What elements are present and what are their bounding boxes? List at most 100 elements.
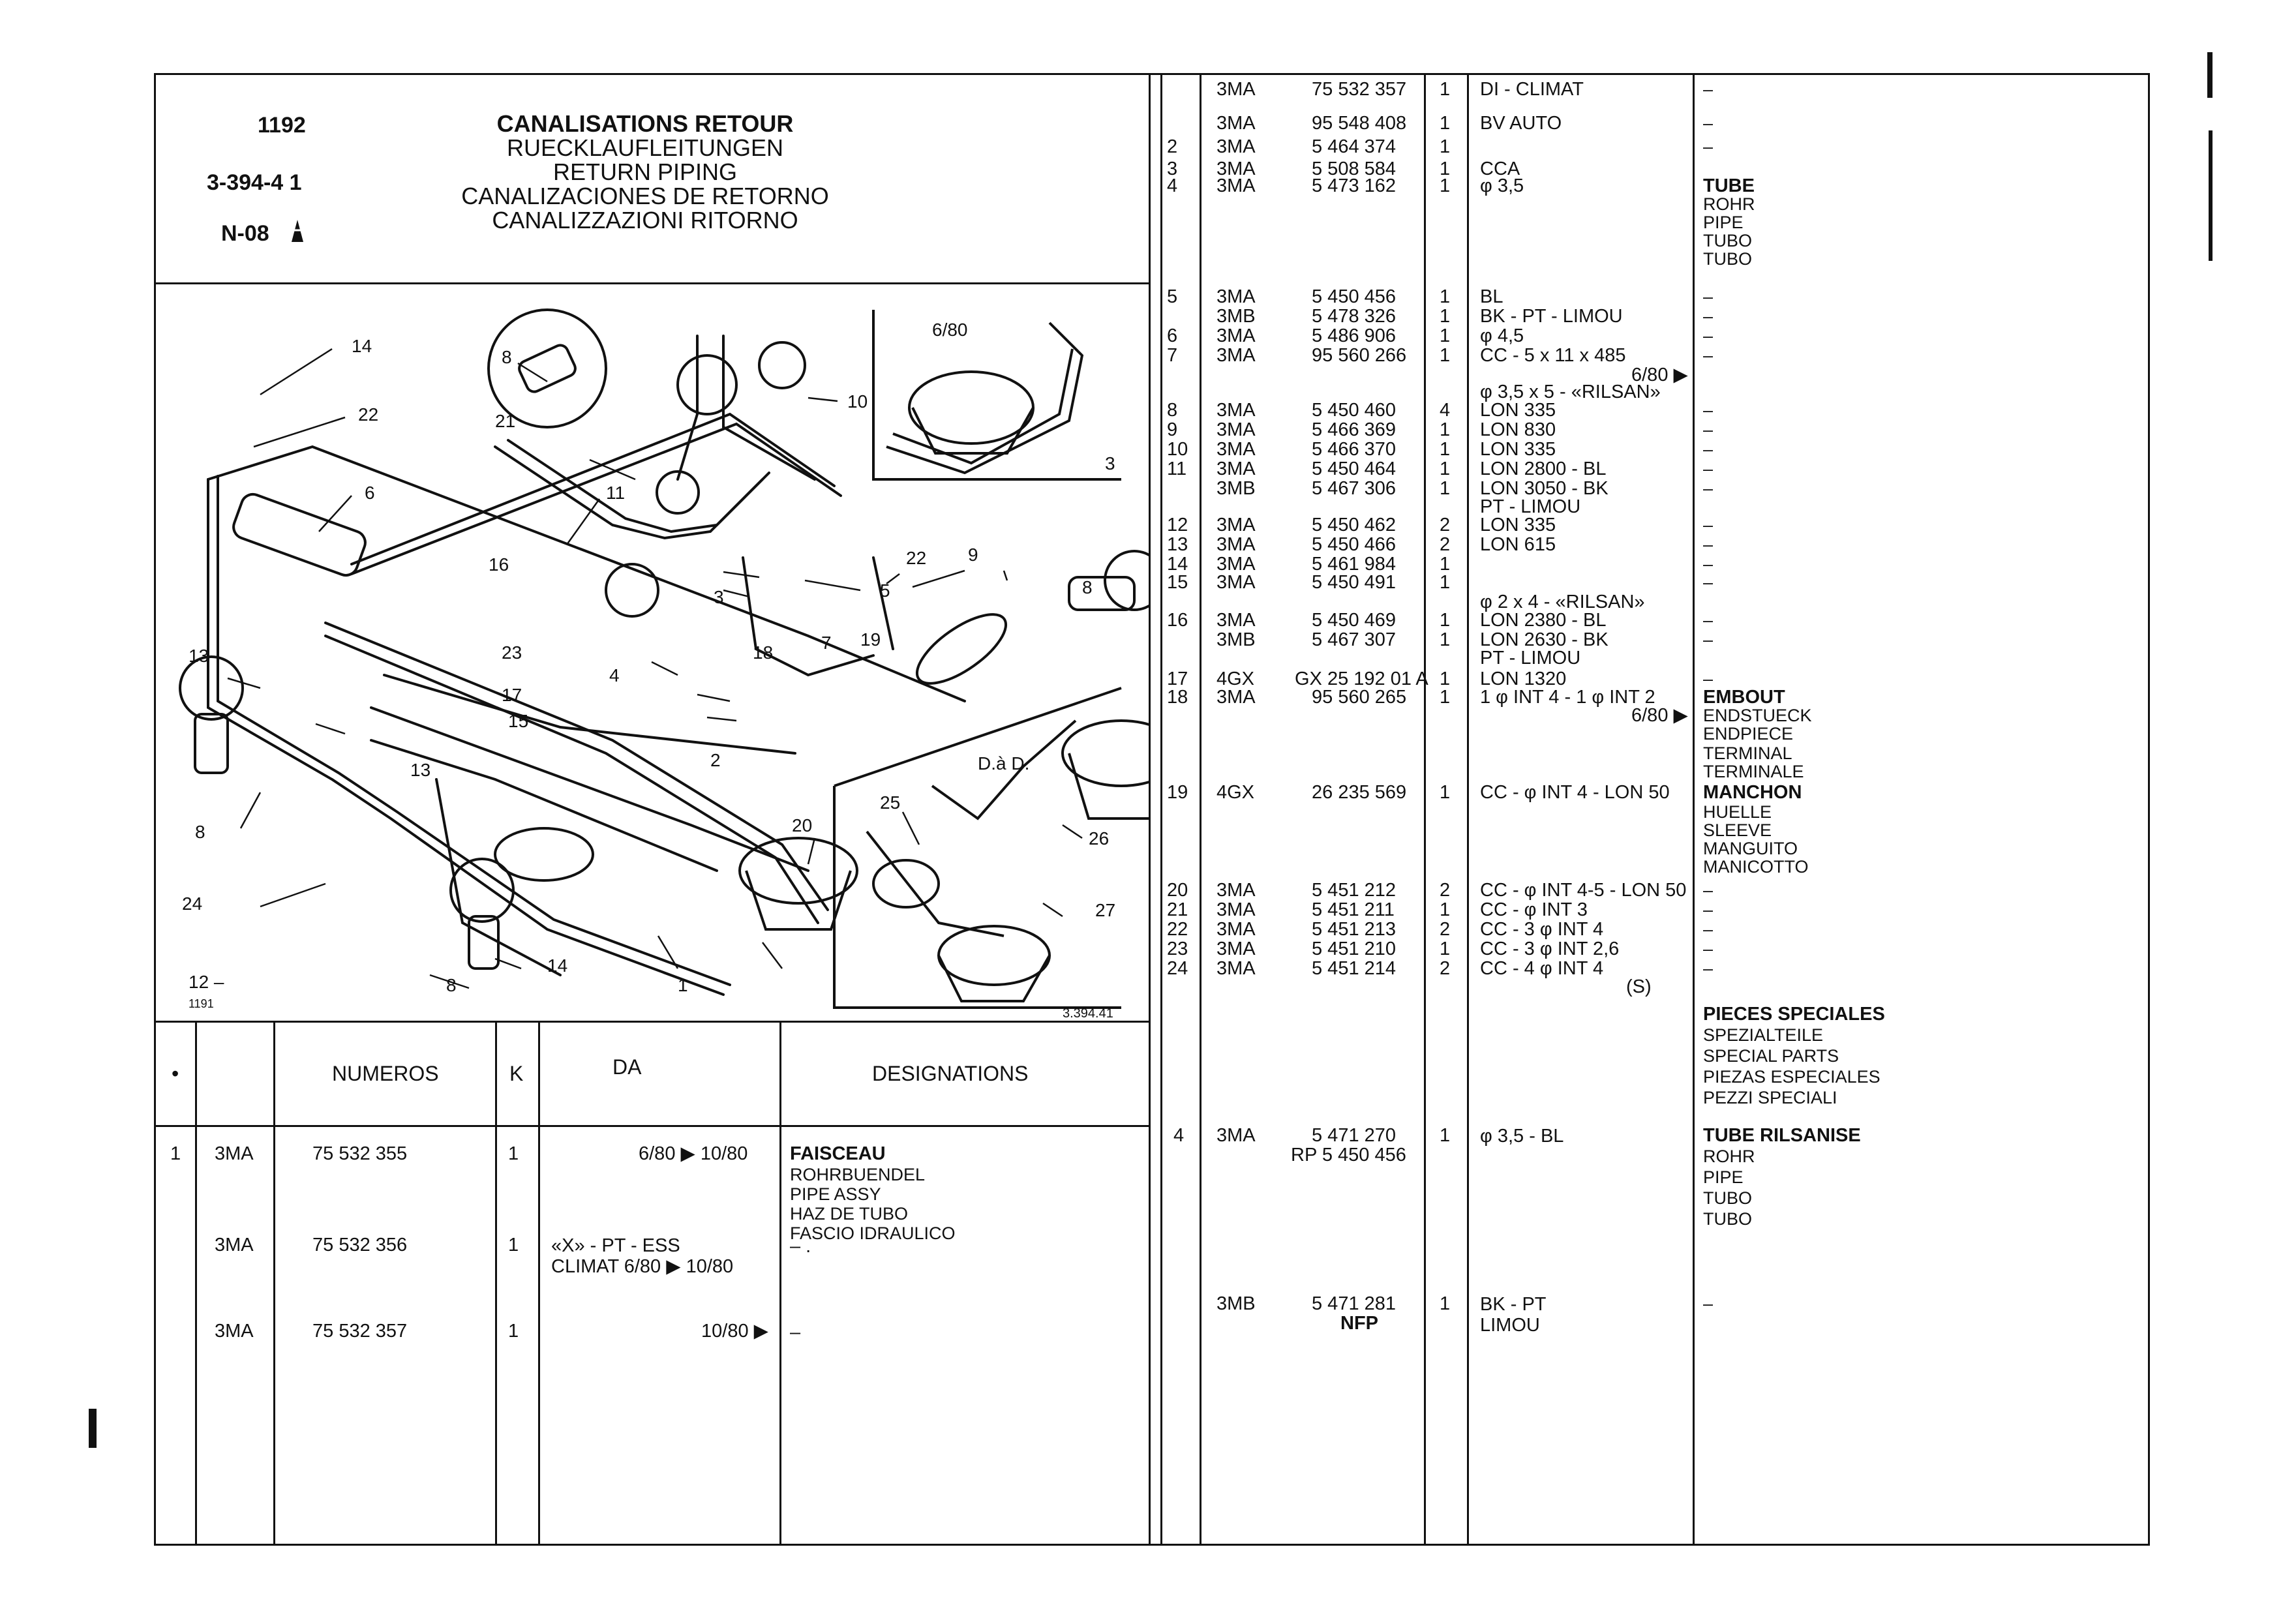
right-code: 3MA <box>1216 899 1256 920</box>
right-k: 1 <box>1440 782 1451 803</box>
callout-11: 11 <box>606 483 625 503</box>
col-dot: • <box>172 1062 179 1085</box>
right-item: 18 <box>1167 687 1188 708</box>
left-desig: ROHRBUENDEL <box>790 1165 926 1184</box>
right-desig: – <box>1703 959 1714 978</box>
rilsan-desig: – <box>1703 1294 1714 1314</box>
right-item: 23 <box>1167 939 1188 959</box>
right-da: LON 1320 <box>1480 668 1567 689</box>
right-da: CCA <box>1480 158 1520 179</box>
figure-ref: 3.394.41 <box>1063 1006 1113 1021</box>
title-it: CANALIZZAZIONI RITORNO <box>492 207 798 233</box>
right-k: 1 <box>1440 572 1451 593</box>
right-da: LON 2380 - BL <box>1480 610 1607 631</box>
right-k: 1 <box>1440 345 1451 366</box>
rilsan-num: 5 471 270 <box>1312 1125 1397 1146</box>
right-num: 95 560 265 <box>1312 687 1407 708</box>
right-da: CC - φ INT 3 <box>1480 899 1588 920</box>
rilsan-desig: ROHR <box>1703 1147 1755 1166</box>
right-desig: – <box>1703 920 1714 939</box>
callout-8c: 8 <box>195 822 205 842</box>
right-k: 2 <box>1440 534 1451 555</box>
callout-22b: 22 <box>906 548 926 568</box>
right-desig: – <box>1703 535 1714 554</box>
right-item: 12 <box>1167 515 1188 535</box>
callout-1: 1 <box>678 975 688 995</box>
callout-13b: 13 <box>410 760 430 780</box>
right-desig: – <box>1703 80 1714 99</box>
right-desig: – <box>1703 880 1714 900</box>
callout-3: 3 <box>714 587 724 607</box>
left-k: 1 <box>508 1321 519 1342</box>
right-code: 3MA <box>1216 439 1256 460</box>
right-num: 5 450 466 <box>1312 534 1397 555</box>
right-da: CC - 5 x 11 x 485 <box>1480 345 1626 366</box>
right-item: 24 <box>1167 958 1188 979</box>
right-k: 1 <box>1440 939 1451 959</box>
right-code: 3MA <box>1216 400 1256 421</box>
right-num: 5 451 210 <box>1312 939 1397 959</box>
rilsan-desig: TUBE RILSANISE <box>1703 1125 1861 1146</box>
right-desig: – <box>1703 440 1714 459</box>
right-num: 5 467 307 <box>1312 629 1397 650</box>
left-k: 1 <box>508 1235 519 1255</box>
left-code: 3MA <box>215 1143 254 1164</box>
special-parts-label: SPEZIALTEILE <box>1703 1025 1824 1045</box>
left-num: 75 532 355 <box>312 1143 408 1164</box>
right-code: 3MA <box>1216 175 1256 196</box>
right-da: φ 3,5 <box>1480 175 1524 196</box>
col-designations: DESIGNATIONS <box>872 1062 1029 1085</box>
right-num: 5 450 462 <box>1312 515 1397 535</box>
model-code: N-08 <box>221 221 269 246</box>
right-code: 3MA <box>1216 325 1256 346</box>
right-da: LON 335 <box>1480 400 1556 421</box>
right-desig: – <box>1703 900 1714 920</box>
callout-7: 7 <box>821 633 832 653</box>
right-desig: – <box>1703 630 1714 650</box>
rilsan-da: φ 3,5 - BL <box>1480 1126 1564 1147</box>
right-num: 5 450 464 <box>1312 458 1397 479</box>
left-desig: – <box>790 1322 801 1343</box>
right-item: 8 <box>1167 400 1178 421</box>
right-da: LON 335 <box>1480 439 1556 460</box>
right-code: 3MA <box>1216 572 1256 593</box>
right-k: 2 <box>1440 958 1451 979</box>
callout-24: 24 <box>182 894 202 914</box>
right-num: 5 451 212 <box>1312 880 1397 901</box>
right-desig: – <box>1703 610 1714 630</box>
right-da: φ 4,5 <box>1480 325 1524 346</box>
right-num: 5 466 370 <box>1312 439 1397 460</box>
right-desig: – <box>1703 939 1714 959</box>
callout-10: 10 <box>847 391 868 412</box>
right-k: 1 <box>1440 306 1451 327</box>
callout-8: 8 <box>502 347 512 367</box>
rilsan-desig: TUBO <box>1703 1209 1753 1229</box>
right-num: GX 25 192 01 A <box>1295 668 1428 689</box>
right-k: 1 <box>1440 899 1451 920</box>
right-item: 14 <box>1167 554 1188 575</box>
right-item: 7 <box>1167 345 1178 366</box>
inset2-label: D.à D. <box>978 753 1029 773</box>
rilsan-num2: NFP <box>1340 1313 1378 1334</box>
left-k: 1 <box>508 1143 519 1164</box>
right-da: CC - 3 φ INT 4 <box>1480 919 1604 940</box>
callout-4: 4 <box>609 665 620 685</box>
right-da: BV AUTO <box>1480 113 1562 134</box>
right-code: 3MB <box>1216 629 1256 650</box>
right-code: 3MB <box>1216 478 1256 499</box>
right-desig: – <box>1703 573 1714 592</box>
right-item: 19 <box>1167 782 1188 803</box>
right-code: 3MA <box>1216 515 1256 535</box>
rilsan-desig: TUBO <box>1703 1188 1753 1208</box>
title-de: RUECKLAUFLEITUNGEN <box>506 134 784 161</box>
callout-8d: 8 <box>446 975 457 995</box>
callout-17: 17 <box>502 685 522 705</box>
right-item: 16 <box>1167 610 1188 631</box>
right-code: 3MA <box>1216 158 1256 179</box>
right-desig: SLEEVE <box>1703 820 1772 840</box>
right-num: 5 478 326 <box>1312 306 1397 327</box>
right-code: 3MA <box>1216 958 1256 979</box>
callout-14: 14 <box>352 336 372 356</box>
right-k: 1 <box>1440 325 1451 346</box>
col-numeros: NUMEROS <box>332 1062 439 1085</box>
